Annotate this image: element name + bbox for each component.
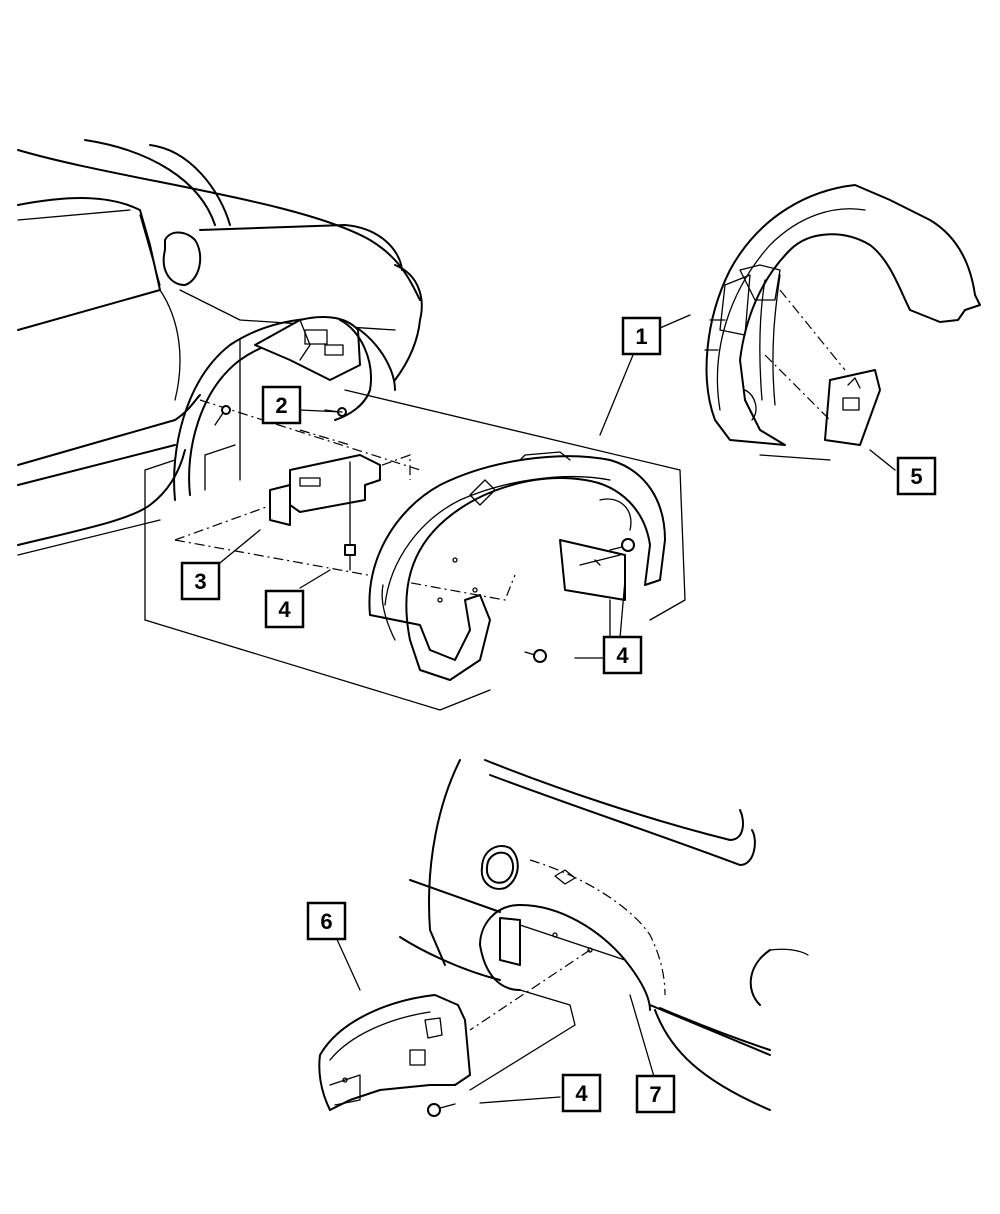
dashed-outline-lower — [469, 949, 591, 1091]
callout-6: 6 — [306, 901, 347, 941]
mounting-bracket-left — [269, 454, 381, 571]
callout-4-center: 4 — [602, 635, 643, 675]
callout-2: 2 — [261, 385, 302, 425]
callout-1-label: 1 — [635, 324, 647, 349]
upper-bracket — [254, 316, 372, 421]
callout-3-label: 3 — [194, 569, 206, 594]
callout-7-label: 7 — [649, 1082, 661, 1107]
vehicle-body-lower — [399, 759, 809, 1111]
vehicle-body-upper — [17, 139, 423, 556]
dashed-panel-outline — [144, 389, 686, 711]
screw-center — [524, 649, 547, 663]
callout-2-label: 2 — [275, 393, 287, 418]
callout-3: 3 — [180, 561, 221, 601]
callout-6-label: 6 — [320, 909, 332, 934]
callout-4-lower: 4 — [561, 1073, 602, 1113]
callout-4-left-label: 4 — [278, 597, 291, 622]
callout-1: 1 — [621, 316, 662, 356]
screw-lower — [427, 1103, 456, 1117]
callout-7: 7 — [635, 1074, 676, 1114]
callout-4-center-label: 4 — [616, 643, 629, 668]
leader-lines — [214, 314, 896, 1104]
callout-4-lower-label: 4 — [575, 1081, 588, 1106]
callout-4-left: 4 — [264, 589, 305, 629]
callout-5-label: 5 — [910, 464, 922, 489]
wheelhouse-liner — [368, 451, 666, 681]
callout-5: 5 — [896, 456, 937, 496]
mud-guard — [318, 994, 471, 1111]
liner-with-shield — [704, 184, 981, 461]
